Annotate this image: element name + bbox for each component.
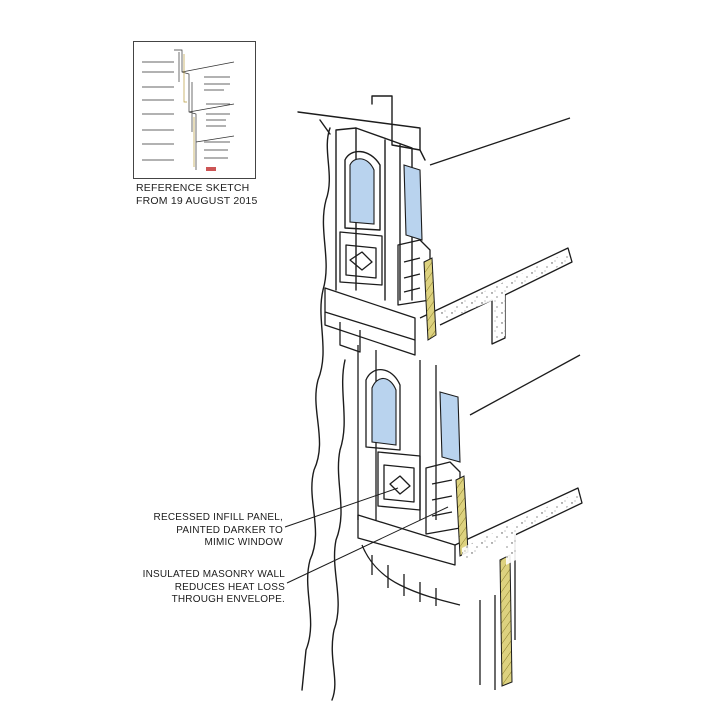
reference-sketch-thumbnail xyxy=(133,41,256,179)
callout-1-line-2: PAINTED DARKER TO xyxy=(176,524,283,536)
reference-caption-line-2: FROM 19 AUGUST 2015 xyxy=(136,195,258,207)
lower-infill-panel xyxy=(377,451,421,511)
callout-2-line-2: REDUCES HEAT LOSS xyxy=(174,581,285,593)
upper-sill-band xyxy=(324,287,416,341)
callout-2-line-1: INSULATED MASONRY WALL xyxy=(142,569,285,580)
reference-caption: REFERENCE SKETCH FROM 19 AUGUST 2015 xyxy=(136,182,286,208)
callout-1-line-1: RECESSED INFILL PANEL, xyxy=(153,512,283,523)
lower-wall xyxy=(479,595,496,690)
building-left-edge xyxy=(301,127,331,691)
reference-sketch-drawing xyxy=(142,49,235,171)
upper-infill-panel xyxy=(339,231,383,286)
callout-2-line-3: THROUGH ENVELOPE. xyxy=(171,594,285,605)
reference-caption-line-1: REFERENCE SKETCH xyxy=(136,182,250,194)
lower-window-glass xyxy=(371,377,461,463)
insulation-layer xyxy=(423,257,513,687)
upper-window-glass xyxy=(349,158,423,241)
concrete-slab-fill xyxy=(440,252,578,565)
callout-insulated-wall: INSULATED MASONRY WALL REDUCES HEAT LOSS… xyxy=(122,569,285,607)
lower-bay-frame xyxy=(357,345,437,520)
callout-1-leader xyxy=(284,487,399,528)
roof-parapet xyxy=(297,95,421,151)
callout-2-leader xyxy=(286,506,449,584)
callout-leaders xyxy=(284,487,449,584)
callout-1-line-3: MIMIC WINDOW xyxy=(204,537,283,548)
lower-floor-slab xyxy=(454,487,583,640)
lower-sill-band xyxy=(357,514,456,566)
callout-infill-panel: RECESSED INFILL PANEL, PAINTED DARKER TO… xyxy=(130,512,283,550)
